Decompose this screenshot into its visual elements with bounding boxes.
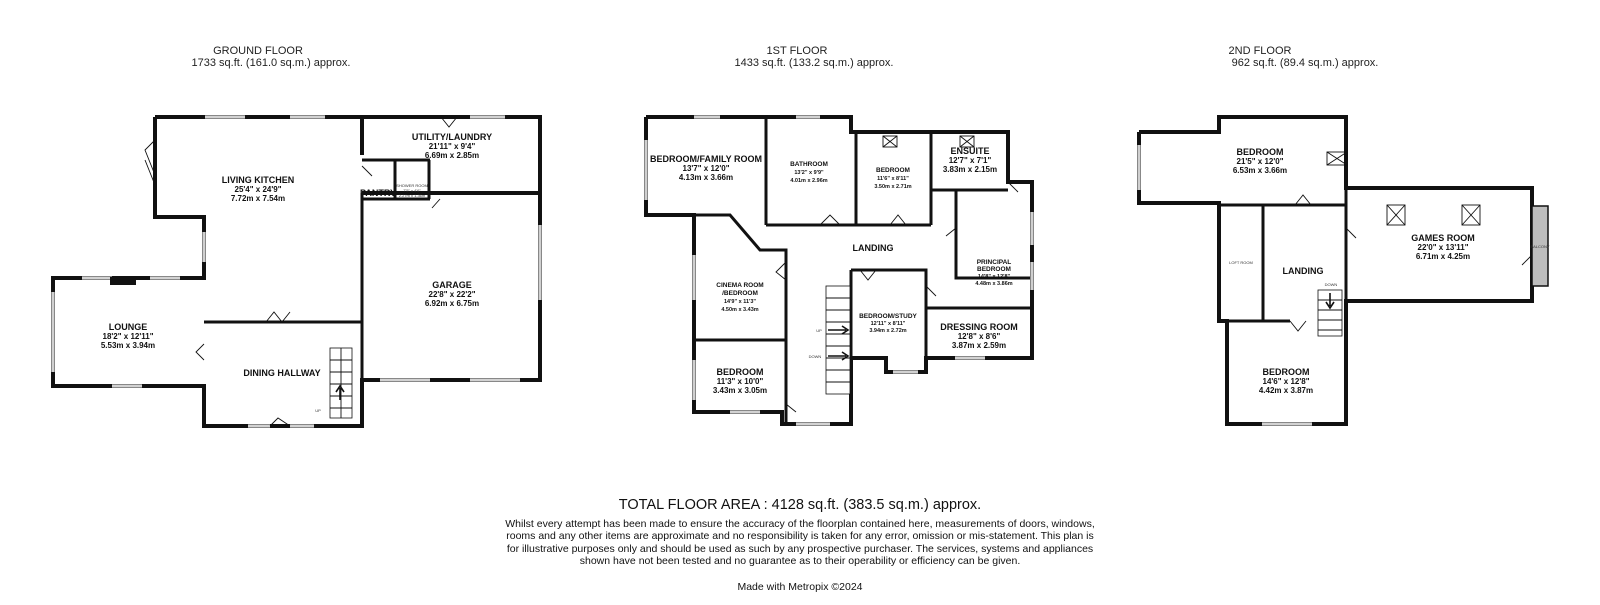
garage-met: 6.92m x 6.75m	[425, 299, 479, 308]
garage-name: GARAGE	[432, 280, 472, 290]
dressing-room-imp: 12'8" x 8'6"	[958, 332, 1001, 341]
dressing-room-met: 3.87m x 2.59m	[952, 341, 1006, 350]
bedroom-1-name: BEDROOM	[876, 167, 910, 174]
bedroom-study-met: 3.94m x 2.72m	[869, 328, 906, 334]
bathroom-imp: 13'2" x 9'9"	[794, 170, 824, 176]
living-kitchen-name: LIVING KITCHEN	[222, 175, 295, 185]
ground-floor-title: GROUND FLOOR	[213, 45, 303, 57]
first-landing-name: LANDING	[853, 243, 894, 253]
shower-imp: 7'5" x 4'6"	[403, 188, 421, 193]
second-floor-stairs	[1317, 289, 1343, 337]
second-bedroom-bottom-met: 4.42m x 3.87m	[1259, 386, 1313, 395]
games-room-met: 6.71m x 4.25m	[1416, 252, 1470, 261]
ensuite-name: ENSUITE	[950, 146, 989, 156]
first-floor-title: 1ST FLOOR	[767, 45, 828, 57]
bedroom-1-met: 3.50m x 2.71m	[874, 184, 911, 190]
dining-hallway-name: DINING HALLWAY	[243, 368, 320, 378]
ground-stairs	[329, 347, 353, 419]
first-floor-area: 1433 sq.ft. (133.2 sq.m.) approx.	[735, 57, 894, 69]
loft-room-name: LOFT ROOM	[1229, 260, 1253, 265]
cinema-room-imp: 14'9" x 11'3"	[724, 299, 756, 305]
bedroom-study-imp: 12'11" x 8'11"	[871, 321, 906, 327]
dressing-room-name: DRESSING ROOM	[940, 322, 1018, 332]
living-kitchen-met: 7.72m x 7.54m	[231, 194, 285, 203]
disclaimer-text: Whilst every attempt has been made to en…	[505, 518, 1095, 567]
second-landing-name: LANDING	[1283, 266, 1324, 276]
games-room-name: GAMES ROOM	[1411, 233, 1475, 243]
lounge-imp: 18'2" x 12'11"	[103, 332, 154, 341]
ground-floor-area: 1733 sq.ft. (161.0 sq.m.) approx.	[192, 57, 351, 69]
living-kitchen-imp: 25'4" x 24'9"	[235, 185, 282, 194]
bedroom-2-imp: 11'3" x 10'0"	[717, 377, 764, 386]
principal-bedroom-line2: BEDROOM	[977, 266, 1011, 273]
made-with-credit: Made with Metropix ©2024	[737, 581, 863, 593]
second-bedroom-bottom-name: BEDROOM	[1263, 367, 1310, 377]
total-floor-area: TOTAL FLOOR AREA : 4128 sq.ft. (383.5 sq…	[618, 497, 982, 513]
games-room-imp: 22'0" x 13'11"	[1418, 243, 1469, 252]
ground-stairs-up-label: UP	[315, 408, 321, 413]
balcony	[1531, 205, 1549, 287]
principal-bedroom-met: 4.48m x 3.86m	[975, 281, 1012, 287]
second-bedroom-top-name: BEDROOM	[1237, 147, 1284, 157]
first-stairs-up-label: UP	[816, 328, 822, 333]
ground-floor-plan: LIVING KITCHEN 25'4" x 24'9" 7.72m x 7.5…	[51, 115, 542, 428]
shower-met: 2.27m x 1.36m	[399, 193, 426, 198]
principal-bedroom-line1: PRINCIPAL	[977, 259, 1012, 266]
lounge-met: 5.53m x 3.94m	[101, 341, 155, 350]
second-bedroom-bottom-imp: 14'6" x 12'8"	[1263, 377, 1310, 386]
shower-name: SHOWER ROOM	[396, 183, 428, 188]
cinema-room-met: 4.50m x 3.43m	[721, 307, 758, 313]
second-bedroom-top-imp: 21'5" x 12'0"	[1237, 157, 1284, 166]
chimney-breast	[110, 277, 136, 285]
second-stairs-down-label: DOWN	[1325, 282, 1338, 287]
family-room-imp: 13'7" x 12'0"	[683, 164, 730, 173]
family-room-met: 4.13m x 3.66m	[679, 173, 733, 182]
cinema-room-line2: /BEDROOM	[722, 290, 758, 297]
utility-met: 6.69m x 2.85m	[425, 151, 479, 160]
pantry-name: PANTRY	[360, 188, 396, 198]
second-floor-area: 962 sq.ft. (89.4 sq.m.) approx.	[1232, 57, 1379, 69]
utility-imp: 21'11" x 9'4"	[429, 142, 476, 151]
principal-bedroom-imp: 14'8" x 12'8"	[978, 274, 1011, 280]
utility-name: UTILITY/LAUNDRY	[412, 132, 492, 142]
ensuite-met: 3.83m x 2.15m	[943, 165, 997, 174]
ensuite-imp: 12'7" x 7'1"	[949, 156, 992, 165]
bedroom-1-imp: 11'6" x 8'11"	[877, 176, 909, 182]
bedroom-2-name: BEDROOM	[717, 367, 764, 377]
lounge-name: LOUNGE	[109, 322, 148, 332]
second-floor-plan: BALCONY BEDROOM 21'5" x 12'0" 6.53m x 3.…	[1137, 115, 1550, 426]
second-bedroom-top-met: 6.53m x 3.66m	[1233, 166, 1287, 175]
bedroom-2-met: 3.43m x 3.05m	[713, 386, 767, 395]
family-room-name: BEDROOM/FAMILY ROOM	[650, 154, 762, 164]
first-floor-stairs	[825, 285, 851, 395]
cinema-room-line1: CINEMA ROOM	[716, 282, 763, 289]
bathroom-name: BATHROOM	[790, 161, 828, 168]
balcony-label: BALCONY	[1530, 244, 1549, 249]
first-stairs-down-label: DOWN	[809, 354, 822, 359]
bedroom-study-name: BEDROOM/STUDY	[859, 313, 917, 320]
garage-imp: 22'8" x 22'2"	[429, 290, 476, 299]
second-floor-title: 2ND FLOOR	[1229, 45, 1292, 57]
first-floor-plan: BEDROOM/FAMILY ROOM 13'7" x 12'0" 4.13m …	[644, 115, 1034, 426]
bathroom-met: 4.01m x 2.96m	[790, 178, 827, 184]
